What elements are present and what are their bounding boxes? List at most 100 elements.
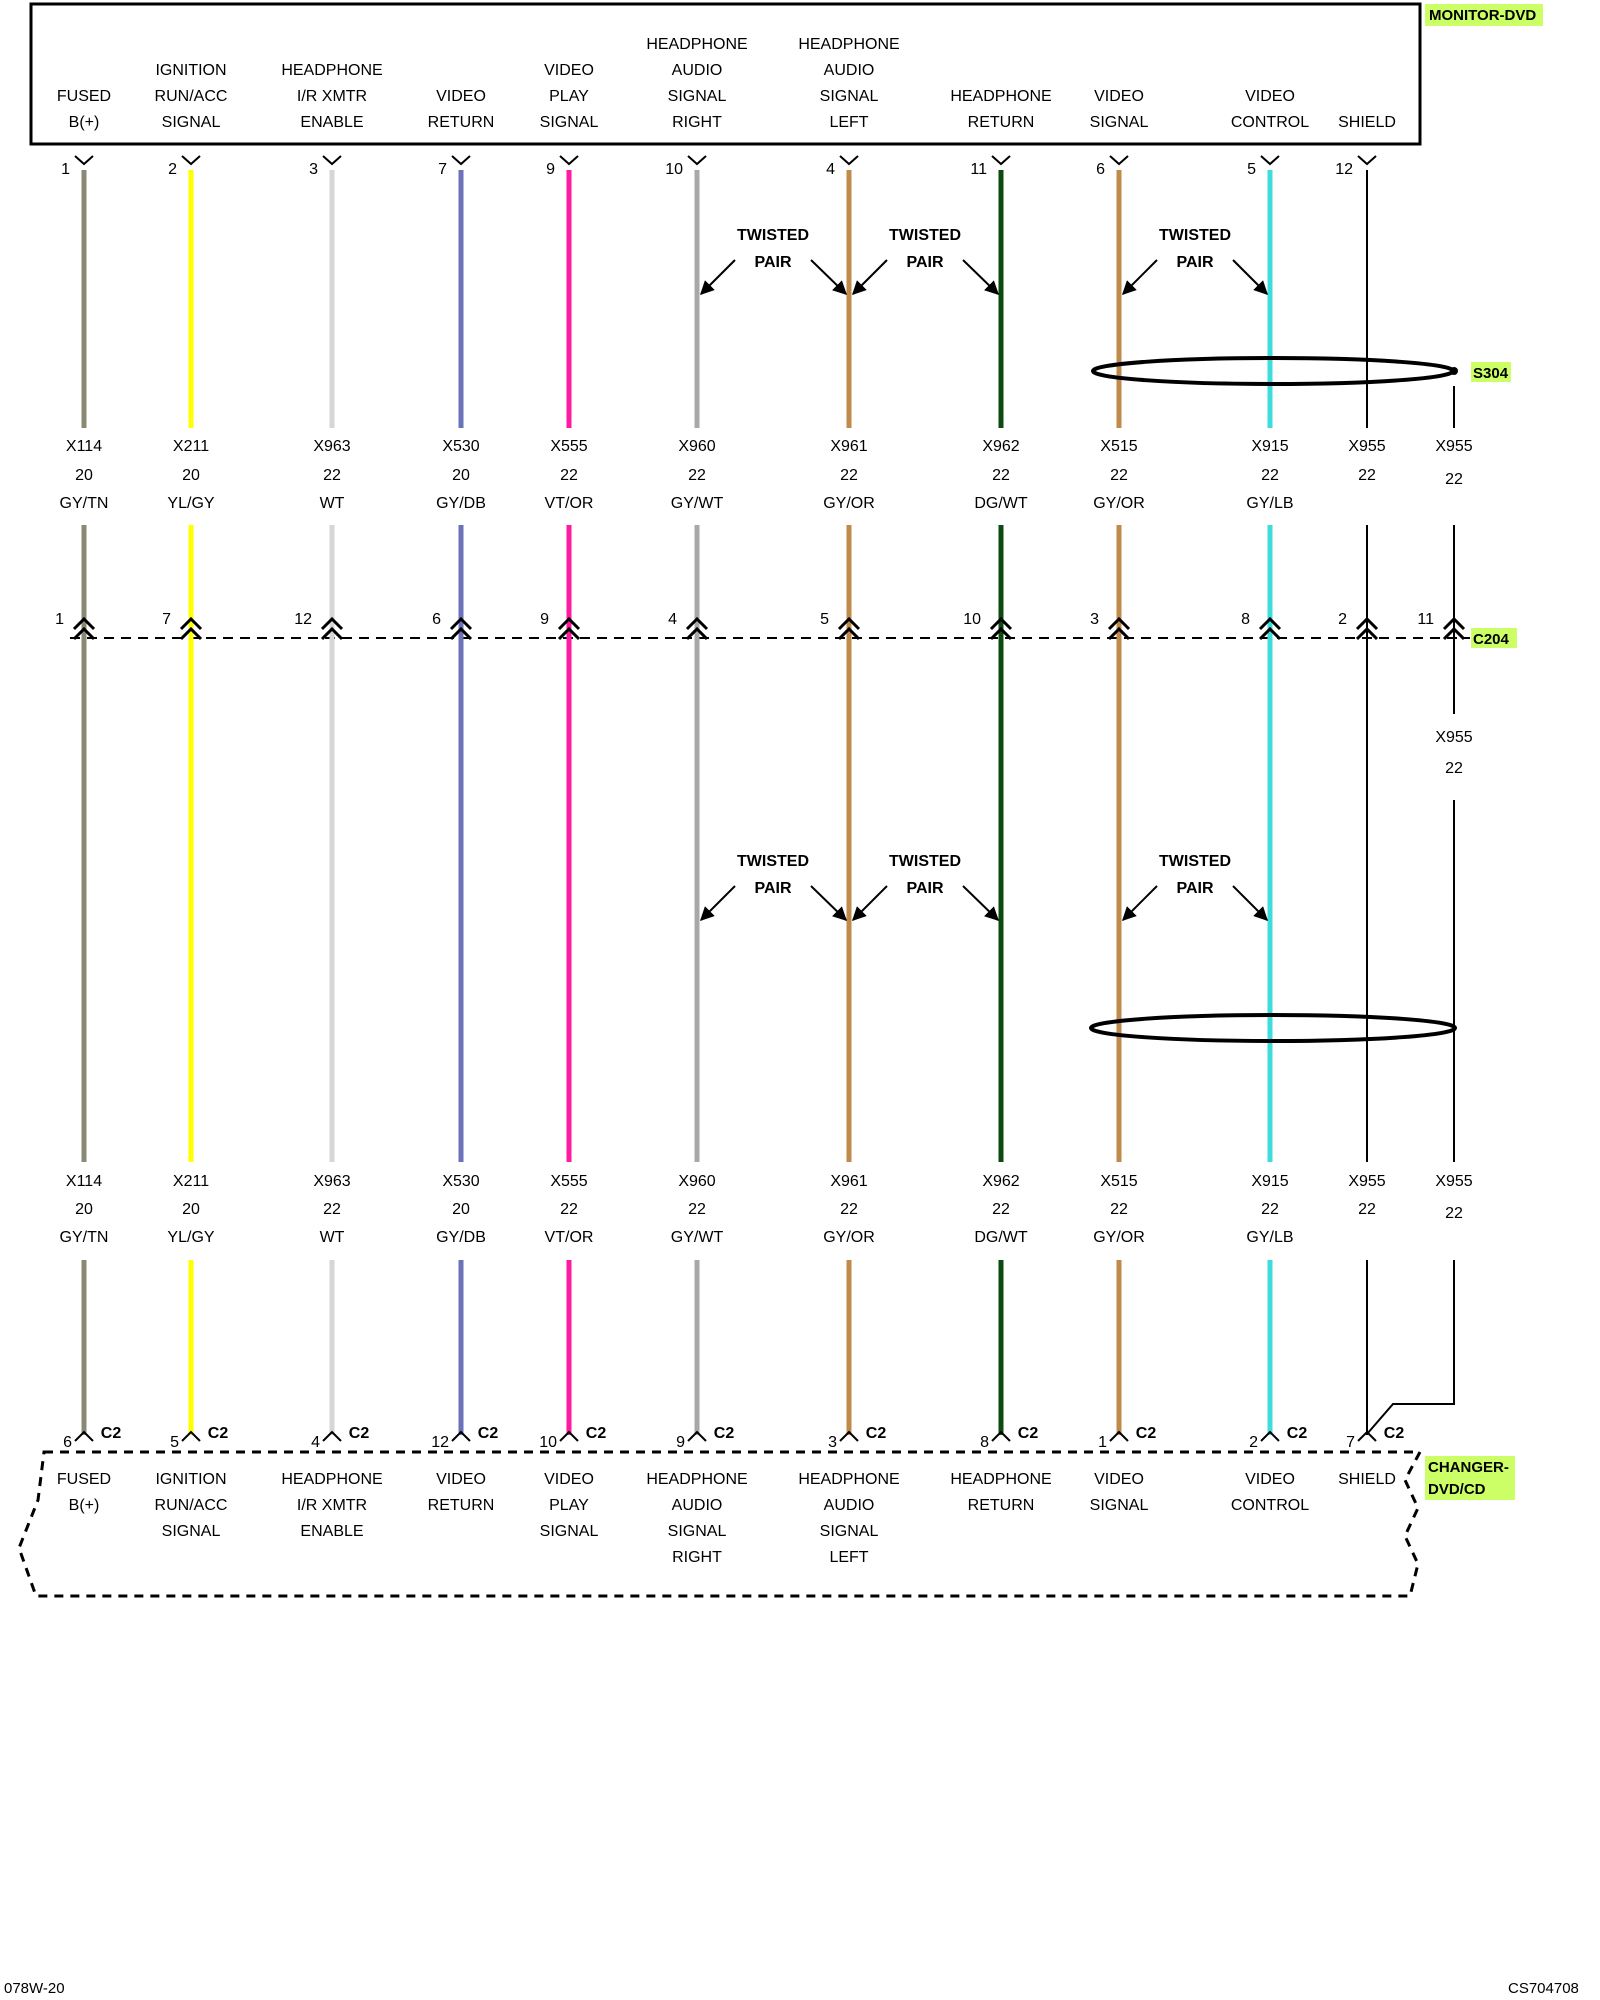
bottom-pin-symbol	[991, 1430, 1011, 1442]
bottom-label-hp-audio-right: SIGNAL	[668, 1523, 727, 1540]
top-pin-number: 5	[1247, 161, 1256, 178]
drain-circuit-id: X955	[1435, 1173, 1472, 1190]
bottom-pin-tag: C2	[1384, 1425, 1405, 1442]
bottom-label-hp-audio-right: AUDIO	[672, 1497, 723, 1514]
circuit-id: X555	[550, 1173, 587, 1190]
circuit-id: X962	[982, 1173, 1019, 1190]
bottom-label-hp-ir-enable: ENABLE	[300, 1523, 363, 1540]
twisted-pair-3-upper-arrow-right	[1232, 259, 1268, 295]
c204-pin-number: 10	[963, 611, 981, 628]
drain-gauge: 22	[1445, 760, 1463, 777]
top-label-video-return: VIDEO	[436, 88, 486, 105]
wire-color-code: VT/OR	[545, 495, 594, 512]
top-label-fused-bplus: B(+)	[69, 114, 100, 131]
wire-gauge: 22	[1358, 1201, 1376, 1218]
bottom-pin-number: 2	[1249, 1434, 1258, 1451]
drain-gauge: 22	[1445, 1205, 1463, 1222]
twisted-pair-3-lower-arrow-right	[1232, 885, 1268, 921]
c204-terminal	[837, 616, 861, 641]
changer-tag-line1: CHANGER-	[1428, 1459, 1509, 1476]
bottom-pin-tag: C2	[1287, 1425, 1308, 1442]
top-pin-symbol	[322, 155, 342, 166]
circuit-id: X555	[550, 438, 587, 455]
c204-terminal	[449, 616, 473, 641]
wire-color-code: GY/OR	[1093, 1229, 1145, 1246]
circuit-id: X963	[313, 438, 350, 455]
twisted-pair-1-lower-arrow-left	[700, 885, 736, 921]
bottom-label-video-play: VIDEO	[544, 1471, 594, 1488]
top-pin-symbol	[1109, 155, 1129, 166]
top-label-hp-ir-enable: HEADPHONE	[281, 62, 382, 79]
bottom-label-video-return: VIDEO	[436, 1471, 486, 1488]
wire-color-code: WT	[320, 1229, 345, 1246]
bottom-pin-symbol	[181, 1430, 201, 1442]
twisted-pair-1-lower-text: TWISTED	[737, 853, 809, 870]
bottom-pin-tag: C2	[101, 1425, 122, 1442]
bottom-label-video-signal: SIGNAL	[1090, 1497, 1149, 1514]
bottom-pin-number: 9	[676, 1434, 685, 1451]
wire-color-code: GY/OR	[823, 495, 875, 512]
circuit-id: X960	[678, 438, 715, 455]
wire-color-code: VT/OR	[545, 1229, 594, 1246]
twisted-pair-1-upper-text: TWISTED	[737, 227, 809, 244]
c204-terminal-drain	[1442, 616, 1466, 641]
monitor-dvd-tag: MONITOR-DVD	[1429, 7, 1536, 24]
wire-gauge: 22	[840, 1201, 858, 1218]
top-label-hp-audio-left: SIGNAL	[820, 88, 879, 105]
c204-pin-number: 7	[162, 611, 171, 628]
wire-color-code: GY/DB	[436, 1229, 486, 1246]
top-pin-number: 11	[970, 161, 987, 178]
top-label-video-return: RETURN	[428, 114, 495, 131]
bottom-pin-tag: C2	[1136, 1425, 1157, 1442]
s304-tag-bg	[1471, 362, 1511, 382]
top-label-hp-audio-right: RIGHT	[672, 114, 722, 131]
circuit-id: X530	[442, 438, 479, 455]
wire-gauge: 20	[75, 467, 93, 484]
top-label-hp-ir-enable: ENABLE	[300, 114, 363, 131]
bottom-label-hp-audio-left: LEFT	[829, 1549, 868, 1566]
c204-terminal	[989, 616, 1013, 641]
twisted-pair-2-lower-text: TWISTED	[889, 853, 961, 870]
twisted-pair-2-lower-text: PAIR	[906, 880, 943, 897]
bottom-pin-symbol	[451, 1430, 471, 1442]
top-label-ignition: RUN/ACC	[155, 88, 228, 105]
bottom-label-fused-bplus: FUSED	[57, 1471, 111, 1488]
c204-pin-number: 6	[432, 611, 441, 628]
bottom-pin-number: 3	[828, 1434, 837, 1451]
top-pin-symbol	[839, 155, 859, 166]
shield-loop-s304	[1091, 356, 1455, 386]
wire-color-code: GY/LB	[1246, 1229, 1293, 1246]
wire-gauge: 22	[688, 1201, 706, 1218]
c204-pin-number: 8	[1241, 611, 1250, 628]
bottom-pin-tag: C2	[208, 1425, 229, 1442]
bottom-pin-symbol	[687, 1430, 707, 1442]
top-label-hp-audio-left: LEFT	[829, 114, 868, 131]
bottom-pin-number: 4	[311, 1434, 320, 1451]
circuit-id: X961	[830, 438, 867, 455]
circuit-id: X114	[66, 438, 102, 455]
top-label-ignition: SIGNAL	[162, 114, 221, 131]
bottom-label-ignition: SIGNAL	[162, 1523, 221, 1540]
top-label-fused-bplus: FUSED	[57, 88, 111, 105]
top-label-hp-audio-right: SIGNAL	[668, 88, 727, 105]
wire-gauge: 20	[452, 1201, 470, 1218]
wire-gauge: 20	[182, 467, 200, 484]
bottom-pin-symbol	[1357, 1430, 1377, 1442]
top-label-video-play: VIDEO	[544, 62, 594, 79]
c204-terminal	[72, 616, 96, 641]
top-label-video-play: SIGNAL	[540, 114, 599, 131]
circuit-id: X960	[678, 1173, 715, 1190]
c204-terminal	[1258, 616, 1282, 641]
top-label-hp-return: RETURN	[968, 114, 1035, 131]
circuit-id: X114	[66, 1173, 102, 1190]
top-pin-symbol	[687, 155, 707, 166]
wire-gauge: 22	[840, 467, 858, 484]
twisted-pair-1-lower-text: PAIR	[754, 880, 791, 897]
c204-pin-number: 9	[540, 611, 549, 628]
wire-color-code: YL/GY	[167, 1229, 214, 1246]
changer-box	[17, 1450, 1423, 1598]
top-label-ignition: IGNITION	[155, 62, 226, 79]
wire-color-code: GY/WT	[671, 1229, 724, 1246]
twisted-pair-3-upper-text: TWISTED	[1159, 227, 1231, 244]
